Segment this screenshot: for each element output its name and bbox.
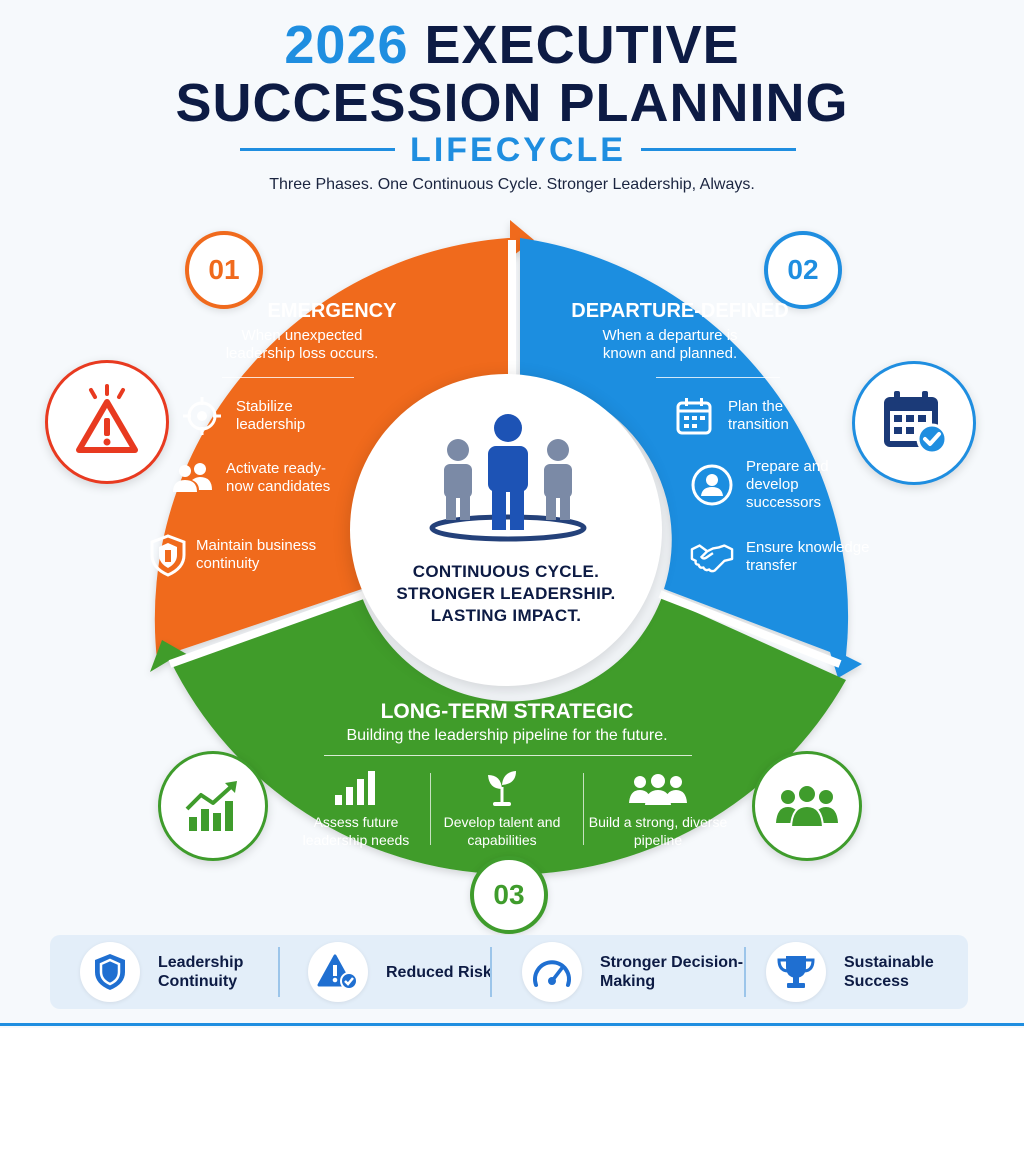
risk-check-icon: [308, 942, 368, 1002]
benefit-sustainable-success: Sustainable Success: [766, 935, 984, 1009]
benefit-2-label: Reduced Risk: [386, 963, 492, 981]
phase-03-item-3: Build a strong, diverse pipeline: [586, 765, 730, 849]
benefit-1-label: Leadership Continuity: [158, 954, 244, 990]
lifecycle-heading: LIFECYCLE: [240, 130, 796, 170]
phase-03-title: LONG-TERM STRATEGIC: [380, 700, 634, 723]
phase-03-description: Building the leadership pipeline for the…: [346, 727, 668, 744]
benefit-separator-1: [278, 947, 280, 997]
phase-02-divider: [656, 377, 780, 378]
calendar-check-icon: [884, 391, 948, 455]
lifecycle-label: LIFECYCLE: [410, 131, 626, 169]
benefit-3-label: Stronger Decision-Making: [600, 954, 744, 990]
phase-02-badge: 02: [764, 231, 842, 309]
title-year: 2026: [284, 15, 409, 75]
phase-03-item-2: Develop talent and capabilities: [430, 765, 574, 849]
group-icon: [586, 765, 730, 807]
strategic-sector: [150, 597, 846, 875]
center-line-2: STRONGER LEADERSHIP.: [396, 584, 616, 603]
target-icon: [180, 396, 224, 436]
phase-03-item-3-label: Build a strong, diverse pipeline: [588, 814, 728, 848]
sector-gap-right: [658, 590, 842, 668]
warning-icon: [76, 384, 138, 453]
phase-03-divider: [324, 755, 692, 756]
growth-chart-icon-circle: [158, 751, 268, 861]
team-icon: [776, 784, 838, 828]
phase-02-title: DEPARTURE-DEFINED: [571, 300, 789, 322]
page-title-line-1: 2026 EXECUTIVE: [0, 16, 1024, 74]
calendar-icon-circle: [852, 361, 976, 485]
infographic-page: 2026 EXECUTIVE SUCCESSION PLANNING LIFEC…: [0, 16, 1024, 1026]
phase-01-description: When unexpected leadership loss occurs.: [225, 327, 379, 362]
benefit-leadership-continuity: Leadership Continuity: [80, 935, 298, 1009]
phase-01-item-1: Stabilize leadership: [180, 396, 332, 436]
lifecycle-ring: [150, 220, 862, 875]
phase-01-badge: 01: [185, 231, 263, 309]
phase-01-item-2: Activate ready-now candidates: [170, 458, 336, 498]
lifecycle-rule-right: [641, 148, 796, 151]
trophy-icon: [766, 942, 826, 1002]
phase-01-divider: [222, 377, 354, 378]
phase-03-item-1-label: Assess future leadership needs: [302, 814, 410, 848]
phase-01-item-1-label: Stabilize leadership: [236, 398, 306, 433]
phase-03-separator-1: [430, 773, 431, 845]
phase-02-item-3: Ensure knowledge transfer: [690, 537, 876, 577]
warning-icon-circle: [45, 360, 169, 484]
benefit-4-label: Sustainable Success: [844, 954, 934, 990]
phase-02-item-3-label: Ensure knowledge transfer: [746, 539, 870, 574]
benefit-reduced-risk: Reduced Risk: [308, 935, 526, 1009]
phase-02-item-1: Plan the transition: [672, 396, 818, 436]
phase-02-item-2-label: Prepare and develop successors: [746, 458, 829, 511]
departure-sector: [520, 238, 862, 678]
phase-01-item-3-label: Maintain business continuity: [196, 537, 317, 572]
users-icon: [170, 458, 214, 498]
center-message: CONTINUOUS CYCLE. STRONGER LEADERSHIP. L…: [370, 561, 642, 627]
page-title-line-2: SUCCESSION PLANNING: [175, 73, 849, 133]
growth-chart-icon: [185, 781, 237, 831]
page-subtitle: Three Phases. One Continuous Cycle. Stro…: [269, 176, 755, 193]
benefit-separator-3: [744, 947, 746, 997]
benefit-separator-2: [490, 947, 492, 997]
bar-chart-icon: [284, 765, 428, 807]
leader-team-icon: [429, 414, 587, 542]
phase-01-title: EMERGENCY: [267, 300, 397, 322]
phase-03-item-2-label: Develop talent and capabilities: [443, 814, 561, 848]
bottom-rule: [0, 1023, 1024, 1026]
user-circle-icon: [690, 464, 734, 506]
shield-icon: [146, 534, 190, 577]
emergency-sector: [154, 220, 534, 658]
phase-02-description: When a departure is known and planned.: [602, 327, 738, 362]
phase-02-item-2: Prepare and develop successors: [690, 458, 846, 512]
handshake-icon: [690, 537, 734, 577]
team-icon-circle: [752, 751, 862, 861]
title-executive: EXECUTIVE: [424, 15, 740, 75]
phase-01-item-2-label: Activate ready-now candidates: [226, 460, 331, 495]
benefit-decision-making: Stronger Decision-Making: [522, 935, 750, 1009]
calendar-icon: [672, 396, 716, 436]
phase-03-badge: 03: [470, 856, 548, 934]
sector-gap-left: [168, 590, 368, 668]
sprout-icon: [430, 765, 574, 807]
phase-02-item-1-label: Plan the transition: [728, 398, 789, 433]
phase-01-item-3: Maintain business continuity: [146, 534, 326, 577]
phase-03-separator-2: [583, 773, 584, 845]
phase-03-item-1: Assess future leadership needs: [284, 765, 428, 849]
lifecycle-rule-left: [240, 148, 395, 151]
center-line-1: CONTINUOUS CYCLE.: [412, 562, 600, 581]
shield-icon: [80, 942, 140, 1002]
gauge-icon: [522, 942, 582, 1002]
benefits-bar: Leadership Continuity Reduced Risk Stron…: [50, 935, 968, 1009]
center-line-3: LASTING IMPACT.: [430, 606, 582, 625]
